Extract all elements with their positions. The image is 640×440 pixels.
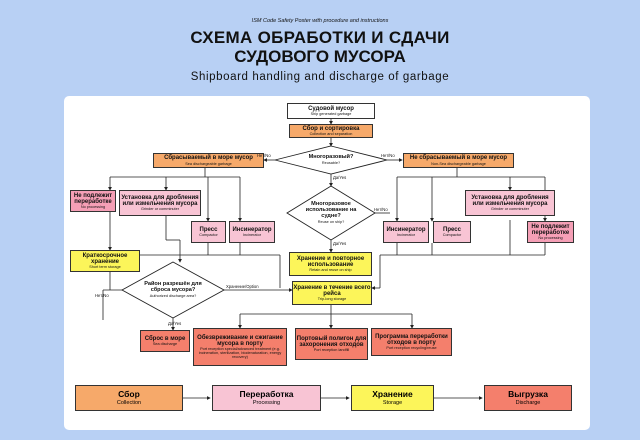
sea-dischargeable-label-en: Sea dischargeable garbage	[185, 161, 232, 166]
authorized-label-en: Authorized discharge area?	[149, 293, 197, 298]
edge-label-yes-reusable: Да/Yes	[333, 175, 347, 180]
reusable-label-en: Reusable?	[321, 160, 341, 165]
legend-processing-label: Переработка	[239, 389, 294, 400]
legend-processing-label-en: Processing	[252, 399, 281, 406]
trip-long-storage-label-en: Trip-long storage	[317, 297, 347, 302]
incinerator-right-label-en: Incinerator	[397, 233, 415, 238]
legend-storage: Хранение Storage	[351, 385, 434, 411]
legend-discharge: Выгрузка Discharge	[484, 385, 572, 411]
legend-processing: Переработка Processing	[212, 385, 321, 411]
sea-dischargeable-label: Сбрасываемый в море мусор	[164, 155, 253, 162]
grinder-right-label: Установка для дробления или измельчения …	[471, 194, 549, 207]
reusable-diamond-shape	[274, 145, 388, 175]
collection-separation-label-en: Collection and separation	[309, 132, 353, 137]
retain-reuse-label-en: Retain and reuse on ship	[309, 268, 352, 273]
short-term-storage-box: Краткосрочное хранение Short term storag…	[70, 250, 140, 272]
legend-storage-label-en: Storage	[382, 399, 403, 406]
retain-reuse-box: Хранение и повторное использование Retai…	[289, 252, 372, 276]
compactor-left-label: Пресс	[199, 226, 218, 233]
no-processing-left-label: Не подлежит переработке	[73, 192, 113, 205]
port-treatment-label-en: Port reception special/advanced treatmen…	[198, 347, 282, 360]
legend-storage-label: Хранение	[372, 389, 413, 400]
reuse-decision: Многоразовое использование на судне? Reu…	[298, 198, 364, 228]
authorized-decision: Район разрешён для сброса мусора? Author…	[135, 278, 211, 302]
compactor-left-box: Пресс Compactor	[191, 221, 226, 243]
edge-label-yes-reuse: Да/Yes	[333, 241, 347, 246]
reusable-label: Многоразовый?	[308, 154, 354, 161]
no-processing-left-box: Не подлежит переработке No processing	[70, 190, 116, 212]
short-term-storage-label-en: Short term storage	[89, 265, 121, 270]
ship-garbage-label-en: Ship generated garbage	[310, 112, 352, 117]
no-processing-right-label: Не подлежит переработке	[531, 223, 570, 236]
collection-separation-label: Сбор и сортировка	[302, 125, 360, 132]
ship-garbage-label: Судовой мусор	[308, 105, 354, 112]
sea-discharge-box: Сброс в море Sea discharge	[140, 330, 190, 352]
sea-discharge-label: Сброс в море	[144, 335, 186, 342]
grinder-left-box: Установка для дробления или измельчения …	[119, 190, 201, 216]
non-sea-dischargeable-label: Не сбрасываемый в море мусор	[409, 155, 508, 162]
edge-label-option: Хранение/Option	[226, 284, 259, 289]
incinerator-left-box: Инсинератор Incinerator	[229, 221, 275, 243]
compactor-right-label-en: Compactor	[442, 233, 462, 238]
poster-title-line2: СУДОВОГО МУСОРА	[234, 47, 406, 66]
grinder-left-label: Установка для дробления или измельчения …	[121, 194, 199, 207]
edge-label-yes-authorized: Да/Yes	[168, 321, 182, 326]
non-sea-dischargeable-label-en: Non-Sea dischargeable garbage	[431, 161, 486, 166]
no-processing-left-label-en: No processing	[80, 205, 106, 210]
landfill-box: Портовый полигон для захоронения отходов…	[295, 328, 368, 360]
landfill-label-en: Port reception landfill	[313, 348, 350, 353]
collection-separation-box: Сбор и сортировка Collection and separat…	[289, 124, 373, 138]
reuse-label-en: Reuse on ship?	[317, 219, 345, 224]
port-treatment-box: Обезвреживание и сжигание мусора в порту…	[193, 328, 287, 366]
port-treatment-label: Обезвреживание и сжигание мусора в порту	[197, 334, 283, 348]
grinder-right-label-en: Grinder or comminuter	[491, 207, 529, 212]
retain-reuse-label: Хранение и повторное использование	[296, 255, 365, 268]
incinerator-left-label: Инсинератор	[232, 226, 272, 233]
poster-title-line1: СХЕМА ОБРАБОТКИ И СДАЧИ	[190, 28, 450, 47]
edge-label-no-right: Нет/No	[381, 153, 395, 158]
recycling-box: Программа переработки отходов в порту Po…	[371, 328, 452, 356]
ship-garbage-box: Судовой мусор Ship generated garbage	[287, 103, 375, 119]
legend-collection-label: Сбор	[118, 389, 140, 400]
compactor-right-box: Пресс Compactor	[433, 221, 471, 243]
non-sea-dischargeable-box: Не сбрасываемый в море мусор Non-Sea dis…	[403, 153, 514, 168]
edge-label-no-reuse: Нет/No	[374, 207, 388, 212]
authorized-label: Район разрешён для сброса мусора?	[144, 281, 202, 293]
no-processing-right-box: Не подлежит переработке No processing	[527, 221, 574, 243]
authorized-diamond-shape	[121, 261, 225, 319]
grinder-left-label-en: Grinder or comminuter	[141, 207, 179, 212]
poster-subtitle: ISM Code Safety Poster with procedure an…	[251, 18, 389, 24]
reuse-label: Многоразовое использование на судне?	[305, 201, 357, 219]
grinder-right-box: Установка для дробления или измельчения …	[465, 190, 555, 216]
compactor-right-label: Пресс	[443, 226, 461, 233]
legend-collection-label-en: Collection	[116, 399, 142, 406]
edge-label-no-authorized: Нет/No	[95, 293, 109, 298]
recycling-label: Программа переработки отходов в порту	[375, 333, 448, 346]
incinerator-right-label: Инсинератор	[386, 226, 426, 233]
legend-discharge-label-en: Discharge	[515, 399, 541, 406]
recycling-label-en: Port reception recycling/reuse	[386, 346, 437, 351]
incinerator-right-box: Инсинератор Incinerator	[383, 221, 429, 243]
sea-discharge-label-en: Sea discharge	[152, 342, 178, 347]
incinerator-left-label-en: Incinerator	[243, 233, 261, 238]
trip-long-storage-box: Хранение в течение всего рейса Trip-long…	[292, 281, 372, 305]
legend-collection: Сбор Collection	[75, 385, 183, 411]
trip-long-storage-label: Хранение в течение всего рейса	[293, 284, 371, 297]
reuse-diamond-shape	[286, 185, 376, 241]
landfill-label: Портовый полигон для захоронения отходов	[296, 335, 367, 348]
sea-dischargeable-box: Сбрасываемый в море мусор Sea dischargea…	[153, 153, 264, 168]
legend-discharge-label: Выгрузка	[508, 389, 548, 400]
compactor-left-label-en: Compactor	[199, 233, 218, 238]
poster-title-english: Shipboard handling and discharge of garb…	[190, 71, 450, 83]
no-processing-right-label-en: No processing	[538, 236, 563, 241]
reusable-decision: Многоразовый? Reusable?	[288, 150, 374, 170]
edge-label-no-left: Нет/No	[257, 153, 271, 158]
short-term-storage-label: Краткосрочное хранение	[82, 252, 128, 265]
